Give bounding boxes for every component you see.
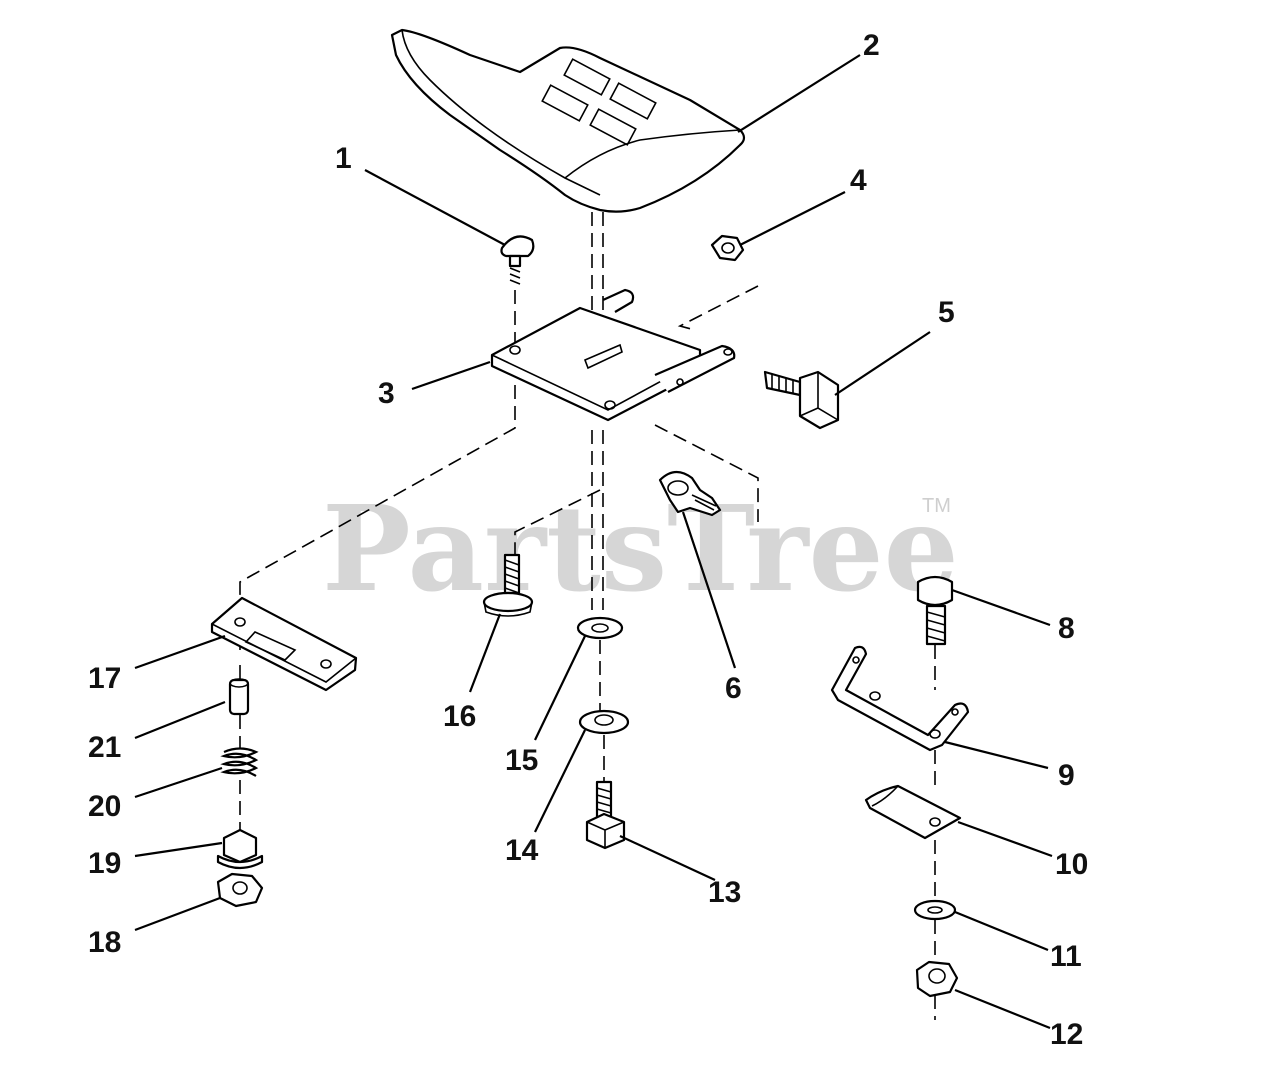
callout-15: 15 bbox=[505, 744, 538, 777]
callout-21: 21 bbox=[88, 731, 121, 764]
lock-nut-18-part bbox=[216, 872, 264, 908]
watermark-trademark: TM bbox=[922, 495, 951, 517]
pin-part bbox=[228, 678, 250, 716]
bracket-9-part bbox=[830, 645, 970, 752]
callout-20: 20 bbox=[88, 790, 121, 823]
callout-13: 13 bbox=[708, 876, 741, 909]
washer-11-part bbox=[913, 899, 957, 921]
seat-part bbox=[390, 28, 746, 213]
lock-nut-12-part bbox=[915, 960, 959, 998]
bracket-17-part bbox=[210, 596, 358, 692]
bolt-8-part bbox=[916, 575, 954, 646]
washer-14-part bbox=[578, 709, 630, 735]
callout-16: 16 bbox=[443, 700, 476, 733]
shoulder-bolt-part bbox=[482, 553, 534, 617]
callout-3: 3 bbox=[378, 377, 395, 410]
callout-9: 9 bbox=[1058, 759, 1075, 792]
assembly-lines bbox=[239, 212, 936, 1020]
spring-part bbox=[220, 747, 259, 777]
callout-18: 18 bbox=[88, 926, 121, 959]
seat-plate-part bbox=[490, 288, 736, 422]
carriage-bolt-part bbox=[500, 235, 535, 285]
watermark-text: PartsTree bbox=[322, 479, 959, 618]
flange-nut-19-part bbox=[216, 828, 264, 870]
callout-19: 19 bbox=[88, 847, 121, 880]
hex-screw-part bbox=[585, 780, 626, 850]
callout-17: 17 bbox=[88, 662, 121, 695]
clip-part bbox=[658, 470, 722, 517]
callout-8: 8 bbox=[1058, 612, 1075, 645]
plate-10-part bbox=[864, 784, 962, 840]
callout-14: 14 bbox=[505, 834, 539, 867]
callout-4: 4 bbox=[850, 164, 867, 197]
washer-15-part bbox=[576, 616, 624, 640]
callout-6: 6 bbox=[725, 672, 742, 705]
callout-5: 5 bbox=[938, 296, 955, 329]
callout-10: 10 bbox=[1055, 848, 1088, 881]
nut-part bbox=[710, 234, 745, 262]
callout-2: 2 bbox=[863, 29, 880, 62]
callout-1: 1 bbox=[335, 142, 352, 175]
callout-numbers: 1 2 3 4 5 6 8 9 10 11 12 13 14 15 16 17 … bbox=[88, 29, 1088, 1051]
leader-lines bbox=[134, 54, 1053, 1030]
callout-11: 11 bbox=[1050, 940, 1082, 973]
callout-12: 12 bbox=[1050, 1018, 1083, 1051]
hex-bolt-part bbox=[763, 370, 840, 430]
